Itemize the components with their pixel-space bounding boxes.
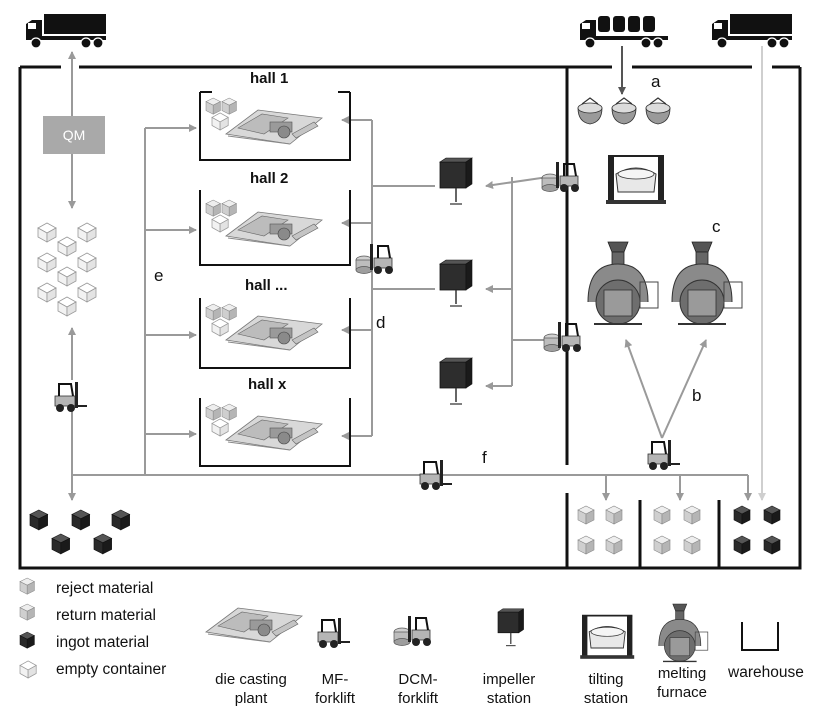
legend-icons (19, 577, 779, 679)
qm-box: QM (43, 116, 105, 154)
legend-dcm-line2: forklift (397, 690, 438, 707)
flow-label-b: b (692, 386, 702, 405)
tank-truck-icon (580, 16, 668, 49)
hall-x-title: hall x (248, 376, 287, 393)
legend-tilting-line1: tilting (588, 671, 624, 688)
hall-1 (199, 91, 351, 161)
legend-tilting-line2: station (583, 690, 629, 707)
melting-furnace-icon (587, 241, 659, 325)
hall-2 (199, 190, 351, 266)
legend-dcm-forklift-label: DCM- forklift (380, 670, 456, 708)
ingot-container-stock (29, 509, 130, 555)
ladle-pot-icon (577, 97, 671, 125)
plant-boundary (18, 65, 802, 570)
flow-label-a: a (651, 72, 661, 91)
warehouse-bin-reject (577, 505, 623, 555)
mf-forklift-icon (54, 381, 88, 413)
flow-label-e: e (154, 266, 164, 285)
empty-container-stock (37, 222, 97, 317)
legend-die-casting-label: die casting plant (198, 670, 304, 708)
legend-empty-label: empty container (56, 661, 167, 678)
flow-arrows (68, 46, 766, 501)
legend-ingot-label: ingot material (56, 634, 150, 651)
impeller-station-icon (439, 357, 473, 405)
truck-icon-inbound-qm (25, 13, 107, 49)
impeller-station-icon (439, 259, 473, 307)
legend-melting-line1: melting (657, 665, 707, 682)
flow-label-c: c (712, 217, 721, 236)
legend-mf-line1: MF- (321, 671, 349, 688)
legend-impeller-line1: impeller (482, 671, 536, 688)
legend-return-label: return material (56, 607, 156, 624)
warehouse-icon (741, 622, 779, 651)
legend-die-casting-line2: plant (234, 690, 268, 707)
impeller-station-icon (439, 157, 473, 205)
hall-3 (199, 298, 351, 369)
legend-dcm-line1: DCM- (398, 671, 438, 688)
hall-2-title: hall 2 (250, 170, 289, 187)
legend-tilting-label: tilting station (568, 670, 644, 708)
legend-melting-line2: furnace (656, 684, 708, 701)
legend-mf-forklift-label: MF- forklift (302, 670, 368, 708)
legend-mf-line2: forklift (314, 690, 355, 707)
flow-label-f: f (482, 448, 487, 467)
warehouse-bin-ingot (733, 505, 781, 555)
legend-impeller-line2: station (486, 690, 532, 707)
flow-label-d: d (376, 313, 386, 332)
hall-x (199, 398, 351, 467)
dcm-forklift-icon (541, 161, 580, 193)
dcm-forklift-icon (543, 321, 582, 353)
hall-1-title: hall 1 (250, 70, 289, 87)
dcm-forklift-icon (355, 243, 394, 275)
melting-furnace-icon (671, 241, 743, 325)
warehouse-bin-return (653, 505, 701, 555)
truck-icon-warehouse (711, 13, 793, 49)
mf-forklift-icon (647, 439, 681, 471)
tilting-station-icon (605, 155, 667, 205)
legend-warehouse-label: warehouse (728, 664, 804, 681)
hall-3-title: hall ... (245, 277, 288, 294)
legend-impeller-label: impeller station (468, 670, 550, 708)
legend-melting-label: melting furnace (644, 664, 720, 702)
legend-die-casting-line1: die casting (215, 671, 287, 688)
legend-reject-label: reject material (56, 580, 154, 597)
